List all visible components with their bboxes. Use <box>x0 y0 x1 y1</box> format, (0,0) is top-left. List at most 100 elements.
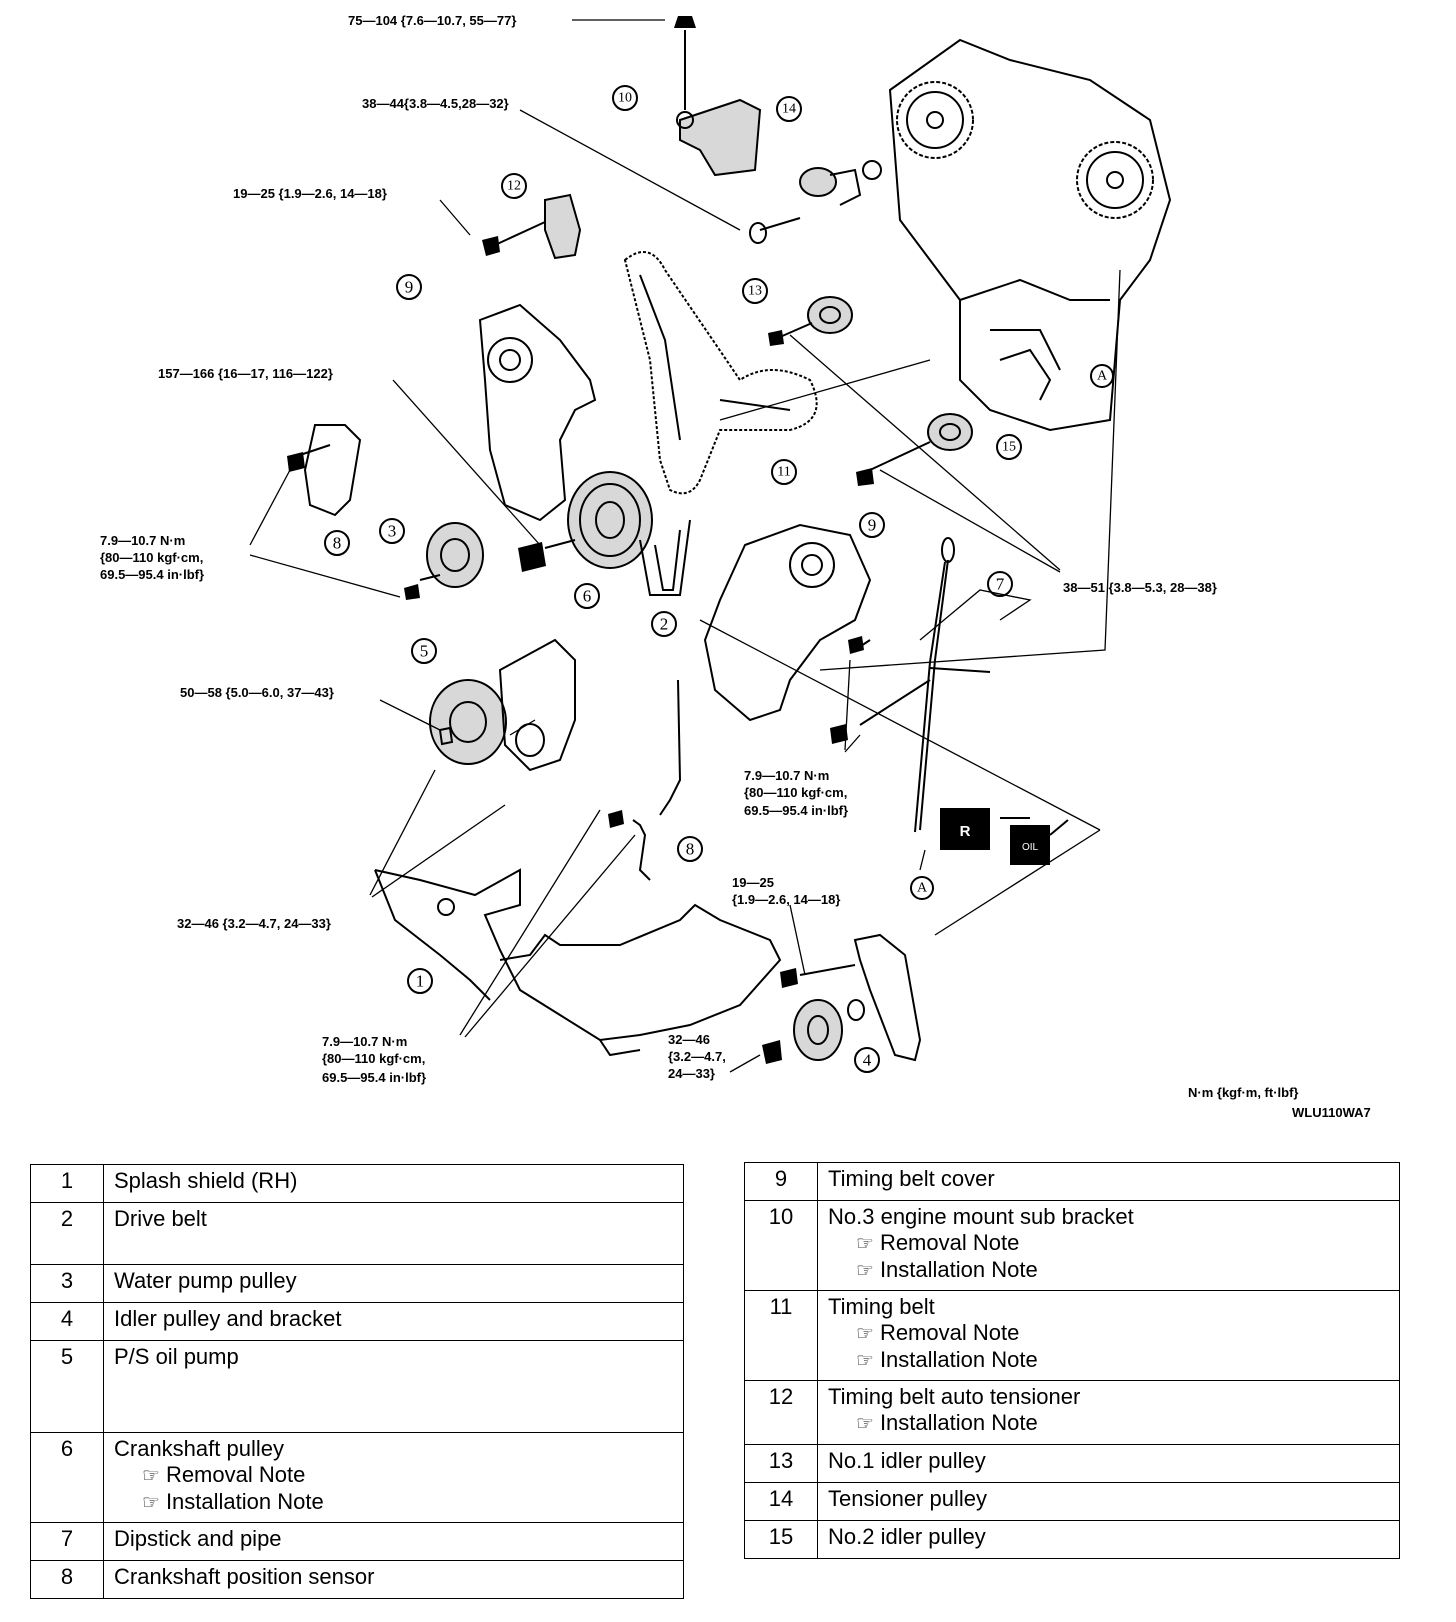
callout-10: 10 <box>612 85 638 111</box>
callout-8b: 8 <box>677 836 703 862</box>
legend-part-name: Crankshaft position sensor <box>114 1564 375 1589</box>
legend-part-cell: Dipstick and pipe <box>103 1522 684 1561</box>
legend-part-name: Idler pulley and bracket <box>114 1306 342 1331</box>
idler-pulley-no2-part <box>856 413 973 486</box>
legend-part-name: Dipstick and pipe <box>114 1526 282 1551</box>
svg-text:OIL: OIL <box>1022 842 1039 853</box>
svg-text:R: R <box>960 823 971 840</box>
callout-12: 12 <box>501 173 527 199</box>
svg-text:2: 2 <box>660 615 669 634</box>
legend-row: 4 Idler pulley and bracket <box>30 1302 684 1341</box>
callout-4: 4 <box>854 1047 880 1073</box>
legend-part-cell: Crankshaft position sensor <box>103 1560 684 1599</box>
legend-part-name: Timing belt <box>828 1294 935 1319</box>
torque-label: {80—110 kgf·cm, <box>322 1051 425 1066</box>
callout-6: 6 <box>574 583 600 609</box>
svg-text:A: A <box>917 881 928 896</box>
legend-part-cell: No.3 engine mount sub bracketRemoval Not… <box>817 1200 1400 1291</box>
legend-part-name: P/S oil pump <box>114 1344 239 1369</box>
legend-part-number: 7 <box>30 1522 104 1561</box>
idler-pulley-bracket-part <box>762 933 922 1064</box>
legend-part-number: 2 <box>30 1202 104 1265</box>
callout-7: 7 <box>987 571 1013 597</box>
torque-label: {3.2—4.7, <box>668 1049 726 1064</box>
crank-position-sensor-upper-part <box>287 424 362 517</box>
svg-text:1: 1 <box>416 972 425 991</box>
legend-part-cell: Splash shield (RH) <box>103 1164 684 1203</box>
legend-row: 7 Dipstick and pipe <box>30 1522 684 1561</box>
torque-label: 157—166 {16—17, 116—122} <box>158 366 333 381</box>
marker-a-lower: A <box>910 876 934 900</box>
legend-part-number: 15 <box>744 1520 818 1559</box>
units-label: N·m {kgf·m, ft·lbf} <box>1188 1085 1299 1100</box>
legend-part-number: 10 <box>744 1200 818 1291</box>
legend-note-link[interactable]: Installation Note <box>114 1489 673 1516</box>
callout-9a: 9 <box>396 274 422 300</box>
legend-note-link[interactable]: Removal Note <box>828 1230 1389 1257</box>
drive-belt-part <box>639 519 691 596</box>
legend-part-number: 4 <box>30 1302 104 1341</box>
legend-row: 5 P/S oil pump <box>30 1340 684 1433</box>
legend-part-name: No.3 engine mount sub bracket <box>828 1204 1134 1229</box>
svg-text:3: 3 <box>388 522 397 541</box>
timing-belt-auto-tensioner-part <box>482 193 582 260</box>
legend-row: 2 Drive belt <box>30 1202 684 1265</box>
legend-note-link[interactable]: Removal Note <box>828 1320 1389 1347</box>
torque-label: 38—44{3.8—4.5,28—32} <box>362 96 509 111</box>
camshaft-sprocket-left <box>896 81 974 159</box>
exploded-view-diagram: R OIL 75—104 {7.6—10.7, 55—77} 38—44{3. <box>100 13 1217 1085</box>
legend-note-link[interactable]: Installation Note <box>828 1410 1389 1437</box>
svg-text:14: 14 <box>782 102 796 117</box>
svg-text:9: 9 <box>868 516 877 535</box>
torque-label: 7.9—10.7 N·m <box>744 768 829 783</box>
legend-part-number: 3 <box>30 1264 104 1303</box>
svg-text:A: A <box>1097 369 1108 384</box>
splash-shield-part <box>374 868 782 1057</box>
torque-label: {80—110 kgf·cm, <box>100 550 203 565</box>
callout-5: 5 <box>411 638 437 664</box>
torque-label: 7.9—10.7 N·m <box>100 533 185 548</box>
legend-part-name: Drive belt <box>114 1206 207 1231</box>
timing-belt-cover-upper-part <box>478 303 597 522</box>
legend-note-link[interactable]: Removal Note <box>114 1462 673 1489</box>
engine-mount-sub-bracket <box>674 16 762 177</box>
svg-text:8: 8 <box>333 534 342 553</box>
legend-part-number: 9 <box>744 1162 818 1201</box>
torque-label: 75—104 {7.6—10.7, 55—77} <box>348 13 516 28</box>
svg-text:6: 6 <box>583 587 592 606</box>
legend-part-cell: Timing belt auto tensionerInstallation N… <box>817 1380 1400 1445</box>
figure-code: WLU110WA7 <box>1292 1105 1371 1120</box>
engine-block <box>888 38 1172 432</box>
leader-lines <box>249 19 1121 1073</box>
legend-part-cell: No.1 idler pulley <box>817 1444 1400 1483</box>
svg-text:12: 12 <box>507 179 521 194</box>
legend-part-name: Crankshaft pulley <box>114 1436 284 1461</box>
torque-label: 69.5—95.4 in·lbf} <box>100 567 204 582</box>
svg-text:15: 15 <box>1002 440 1016 455</box>
svg-text:13: 13 <box>748 284 762 299</box>
legend-part-cell: Drive belt <box>103 1202 684 1265</box>
camshaft-sprocket-right <box>1076 141 1154 219</box>
crank-position-sensor-lower-part <box>608 679 682 881</box>
legend-note-link[interactable]: Installation Note <box>828 1257 1389 1284</box>
tensioner-pulley-part <box>749 160 882 244</box>
legend-part-number: 5 <box>30 1340 104 1433</box>
legend-part-number: 1 <box>30 1164 104 1203</box>
callout-8a: 8 <box>324 530 350 556</box>
svg-text:4: 4 <box>863 1051 872 1070</box>
callout-13: 13 <box>742 278 768 304</box>
torque-label: 7.9—10.7 N·m <box>322 1034 407 1049</box>
crankshaft-pulley-part <box>518 471 653 572</box>
torque-label: {1.9—2.6, 14—18} <box>732 892 840 907</box>
legend-note-link[interactable]: Installation Note <box>828 1347 1389 1374</box>
callout-14: 14 <box>776 96 802 122</box>
